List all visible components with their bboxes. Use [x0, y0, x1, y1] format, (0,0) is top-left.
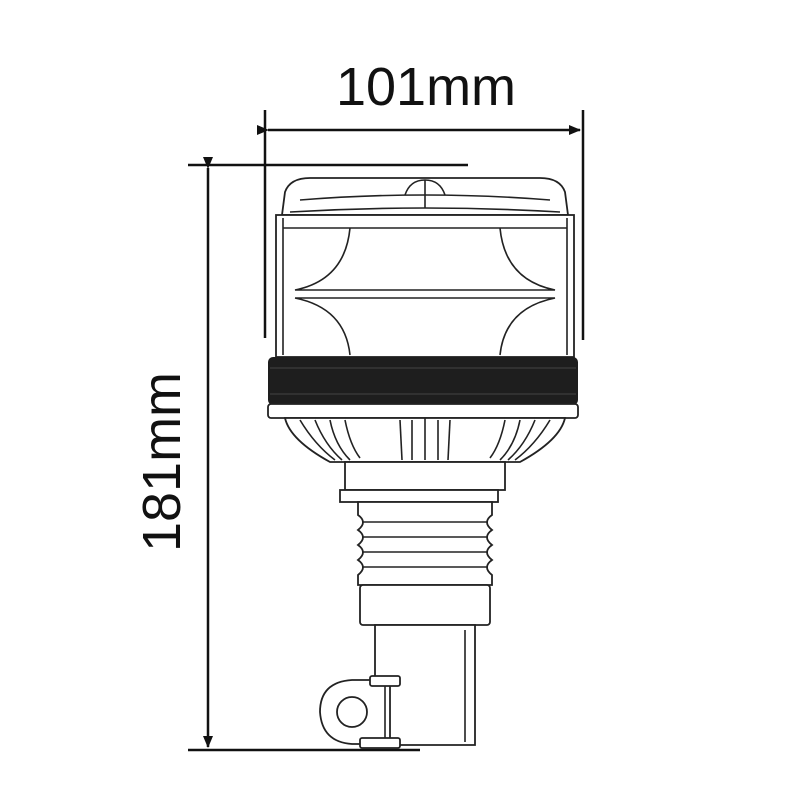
beacon-illustration — [267, 177, 579, 749]
clamp-hole — [336, 696, 368, 728]
height-dimension: 181mm — [132, 157, 468, 752]
beacon-neck — [344, 461, 506, 491]
width-dimension: 101mm — [257, 57, 585, 340]
beacon-dark-band — [268, 357, 578, 405]
width-label: 101mm — [336, 57, 516, 117]
height-label: 181mm — [132, 372, 192, 552]
beacon-base-ring — [267, 403, 579, 419]
beacon-collar — [339, 489, 499, 503]
lower-collar — [359, 584, 491, 626]
beacon-lens — [275, 214, 575, 358]
flex-spring — [356, 501, 494, 586]
